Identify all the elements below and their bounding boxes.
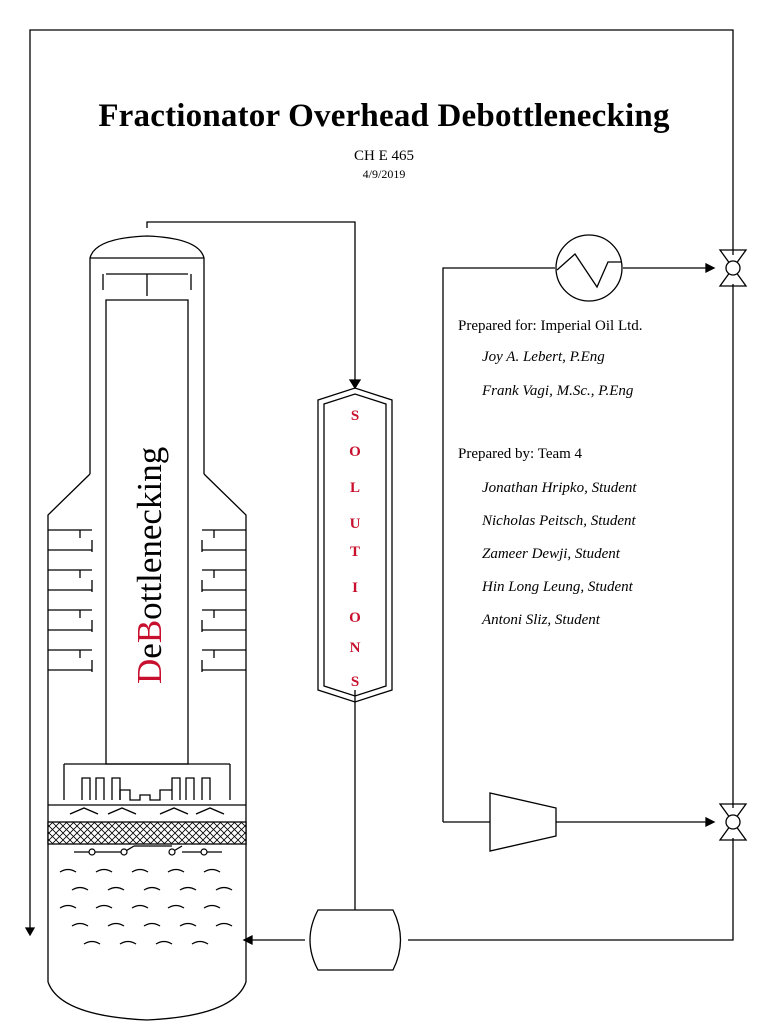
compressor [489,792,557,852]
drum-letter: I [352,580,358,596]
heat-exchanger-coil [556,253,622,289]
reflux-return-arrow [242,934,253,946]
team-member: Hin Long Leung, Student [482,579,633,595]
prepared-for-person: Joy A. Lebert, P.Eng [482,349,605,365]
packed-bed [47,821,247,845]
heat-exchanger [555,234,623,302]
team-member: Jonathan Hripko, Student [482,480,637,496]
accumulator-drum [309,909,402,971]
outer-recycle-line [29,29,734,928]
prepared-for-heading: Prepared for: Imperial Oil Ltd. [458,318,643,334]
team-member: Nicholas Peitsch, Student [482,513,636,529]
spray-nozzles [88,848,208,856]
drum-letter: O [349,444,361,460]
prepared-for-person: Frank Vagi, M.Sc., P.Eng [482,383,634,399]
outer-recycle-arrow [24,927,36,937]
fractionator-column [47,235,247,1021]
drum-letter: S [351,408,359,424]
valve-lower [718,803,748,841]
drum-letter: O [349,610,361,626]
exchanger-valve-arrow [705,262,716,274]
drum-letter: T [350,544,360,560]
drum-letter: N [350,640,361,656]
overhead-vapor-arrow [348,379,362,390]
drum-letter: U [350,516,361,532]
right-header-lower-line [408,838,734,941]
prepared-by-heading: Prepared by: Team 4 [458,446,583,462]
document-date: 4/9/2019 [362,167,406,181]
overhead-vapor-line [146,221,356,383]
drum-letter: S [351,674,359,690]
course-code: CH E 465 [354,148,414,164]
drum-letter: L [350,480,360,496]
team-member: Antoni Sliz, Student [482,612,600,628]
solutions-drum-shell [317,387,393,703]
team-member: Zameer Dewji, Student [482,546,620,562]
drum-letters: S O L U T I O N S [349,408,361,690]
valve-upper [718,249,748,287]
exchanger-loop-line [442,267,555,822]
document-title: Fractionator Overhead Debottlenecking [98,98,670,134]
compressor-valve-arrow [705,816,716,828]
column-logo-text: DeBottlenecking [130,447,169,684]
